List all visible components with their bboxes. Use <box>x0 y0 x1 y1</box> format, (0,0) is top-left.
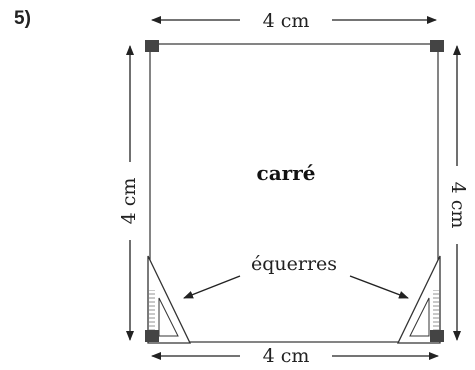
arrow-to-right-set-square <box>349 275 409 299</box>
square-outline <box>149 43 439 343</box>
shape-label: carré <box>257 161 316 185</box>
corner-mark-top-right <box>430 40 444 52</box>
dimension-left-label: 4 cm <box>118 178 140 225</box>
set-square-left <box>147 255 192 344</box>
corner-mark-top-left <box>145 40 159 52</box>
dimension-top-label: 4 cm <box>263 10 310 32</box>
dimension-right-label: 4 cm <box>447 182 469 229</box>
set-square-right <box>396 255 441 344</box>
tools-label: équerres <box>251 253 337 275</box>
dimension-bottom: 4 cm <box>151 345 439 367</box>
exercise-number: 5) <box>14 8 31 29</box>
dimension-left: 4 cm <box>118 45 140 341</box>
dimension-bottom-label: 4 cm <box>263 345 310 367</box>
dimension-right: 4 cm <box>447 45 469 341</box>
dimension-top: 4 cm <box>151 10 437 32</box>
arrow-to-left-set-square <box>183 275 241 299</box>
